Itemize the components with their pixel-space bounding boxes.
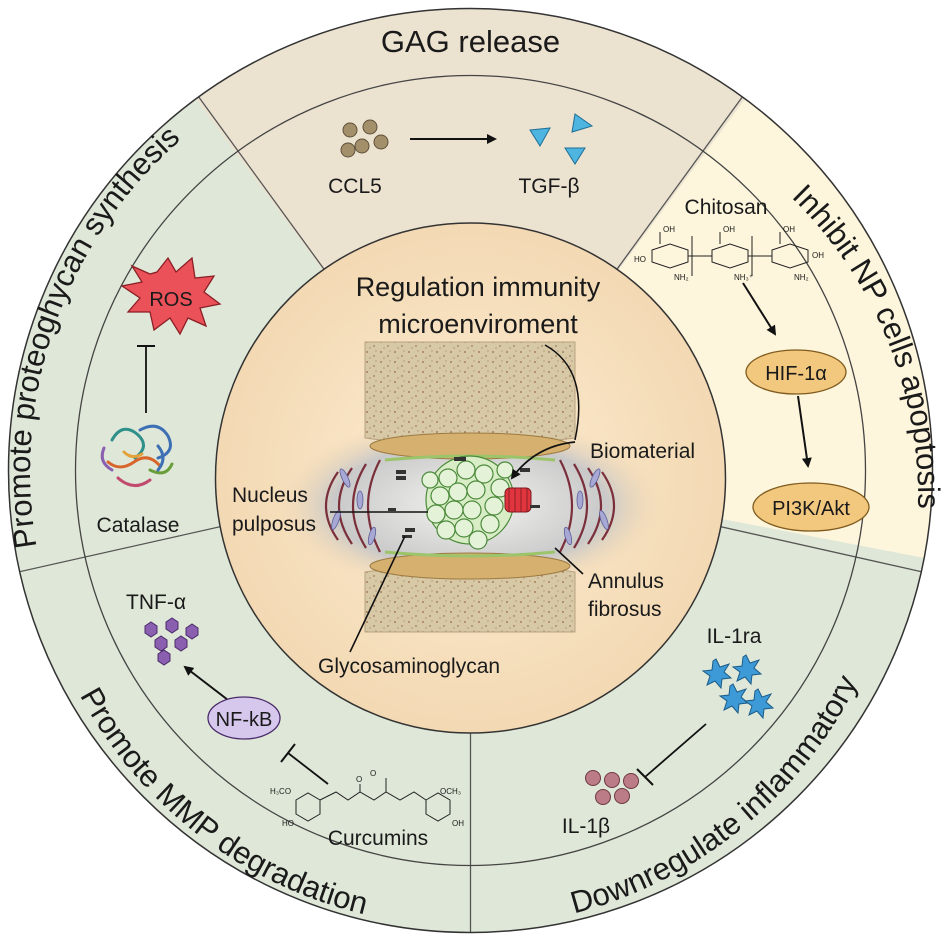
curcumin-inhibit-line xyxy=(287,752,329,785)
curcumins-label: Curcumins xyxy=(328,827,428,850)
il1ra-inhibit-bar xyxy=(636,768,654,786)
il1b-particles xyxy=(585,770,639,805)
svg-text:OH: OH xyxy=(452,819,464,828)
il1ra-stars xyxy=(701,654,775,720)
center-title-line1: Regulation immunity xyxy=(356,272,601,302)
nucleus-pulposus-label-1: Nucleus xyxy=(232,484,308,507)
tnf-hexagons xyxy=(144,617,199,666)
annulus-fibrosus-label-2: fibrosus xyxy=(588,598,662,621)
svg-text:H₃CO: H₃CO xyxy=(270,787,291,796)
curcumin-structure xyxy=(295,778,451,822)
chitosan-label: Chitosan xyxy=(685,196,768,219)
svg-text:NH₂: NH₂ xyxy=(674,273,689,282)
nucleus-pulposus-cluster xyxy=(421,455,515,550)
hif-to-pi3k-arrow xyxy=(797,395,812,468)
hif-label: HIF-1α xyxy=(765,363,827,385)
ros-label: ROS xyxy=(149,289,192,311)
annulus-pointer xyxy=(554,547,584,575)
svg-text:O: O xyxy=(356,775,362,784)
catalase-label: Catalase xyxy=(97,514,180,537)
inner-track-border xyxy=(74,74,867,867)
tnf-label: TNF-α xyxy=(126,591,186,614)
gag-label: Glycosaminoglycan xyxy=(318,655,500,678)
annulus-fibrosus-label-1: Annulus xyxy=(588,570,664,593)
biomaterial-pointer xyxy=(510,441,576,480)
ros-burst xyxy=(120,256,222,336)
fibroblast-cells xyxy=(331,468,609,546)
biomaterial-label: Biomaterial xyxy=(590,440,695,463)
svg-text:OH: OH xyxy=(663,225,675,234)
svg-text:OH: OH xyxy=(812,251,824,260)
curcumin-atoms: H₃CO HO O O OCH₃ OH xyxy=(270,769,464,828)
catalase-protein xyxy=(100,424,174,487)
title-pointer xyxy=(544,344,580,441)
hif-oval xyxy=(745,349,847,395)
svg-text:NH₂: NH₂ xyxy=(794,273,809,282)
biomaterial-scaffold xyxy=(504,487,532,513)
curcumin-inhibit-bar xyxy=(280,743,296,763)
gag-release-title: GAG release xyxy=(381,24,560,59)
lower-endplate xyxy=(369,552,571,580)
svg-text:OH: OH xyxy=(723,225,735,234)
svg-text:OH: OH xyxy=(783,225,795,234)
il1b-label: IL-1β xyxy=(562,815,610,838)
chitosan-atoms: OH OH OH HO NH₂ NH₃⁺ NH₂ OH xyxy=(634,225,824,282)
nfkb-oval xyxy=(207,696,281,740)
pi3k-oval xyxy=(752,482,870,532)
center-title-line2: microenviroment xyxy=(378,309,578,339)
chitosan-structure xyxy=(651,232,809,276)
gag-chains xyxy=(388,457,540,538)
svg-text:HO: HO xyxy=(282,819,294,828)
il1ra-label: IL-1ra xyxy=(707,625,762,648)
svg-text:O: O xyxy=(370,769,376,778)
svg-text:HO: HO xyxy=(634,255,646,264)
outer-border xyxy=(7,7,934,934)
tgf-beta-triangles xyxy=(529,113,594,165)
svg-text:OCH₃: OCH₃ xyxy=(440,787,461,796)
chitosan-to-hif-arrow xyxy=(742,282,777,336)
spine-illustration xyxy=(275,341,665,633)
nfkb-to-tnf-arrow xyxy=(183,665,229,701)
nfkb-label: NF-kB xyxy=(216,709,273,731)
il1ra-inhibit-line xyxy=(644,723,707,778)
svg-text:NH₃⁺: NH₃⁺ xyxy=(734,273,753,282)
ccl5-label: CCL5 xyxy=(328,175,382,198)
nucleus-pulposus-label-2: pulposus xyxy=(232,513,316,536)
endplate-line xyxy=(384,550,556,558)
pi3k-label: PI3K/Akt xyxy=(772,498,850,520)
tgf-beta-label: TGF-β xyxy=(518,175,579,198)
upper-vertebra xyxy=(364,341,576,446)
gag-pointer xyxy=(349,535,406,653)
ccl5-particles xyxy=(340,119,389,158)
